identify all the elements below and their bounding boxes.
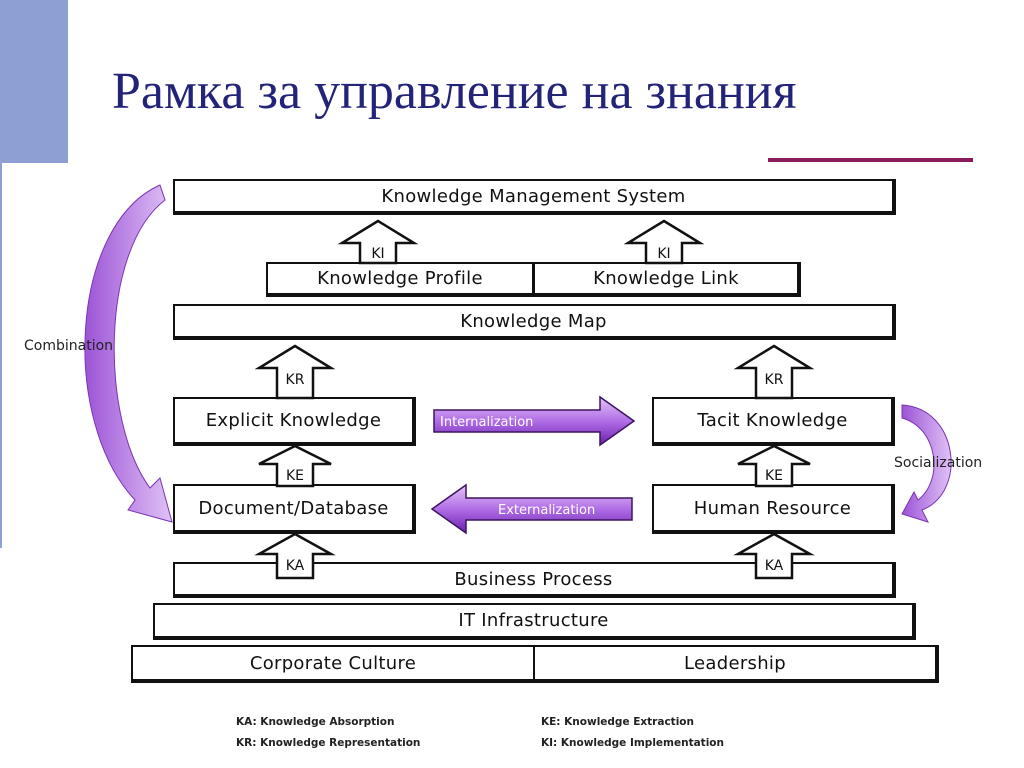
ka-arrow-right: KA (733, 532, 815, 580)
kms-label: Knowledge Management System (381, 185, 686, 207)
title-underline (768, 158, 973, 162)
human-resource-label: Human Resource (693, 497, 852, 519)
internalization-arrow (433, 395, 636, 447)
slide-title: Рамка за управление на знания (112, 63, 797, 120)
business-process-label: Business Process (454, 568, 613, 590)
ka-arrow-left: KA (254, 532, 336, 580)
legend-kr: KR: Knowledge Representation (236, 737, 421, 749)
knowledge-map-label: Knowledge Map (460, 310, 607, 332)
document-database-box: Document/Database (173, 484, 416, 534)
legend-ke: KE: Knowledge Extraction (541, 716, 694, 728)
explicit-knowledge-box: Explicit Knowledge (173, 397, 416, 446)
svg-text:KR: KR (765, 372, 784, 388)
svg-text:KI: KI (657, 246, 670, 262)
combination-label: Combination (24, 338, 114, 354)
ki-arrow-left: KI (337, 219, 419, 265)
leadership-box: Leadership (533, 645, 939, 683)
accent-bar (0, 0, 68, 163)
svg-text:KI: KI (371, 246, 384, 262)
kr-arrow-right: KR (733, 344, 815, 400)
knowledge-map-box: Knowledge Map (173, 304, 896, 340)
it-infrastructure-label: IT Infrastructure (458, 610, 609, 631)
human-resource-box: Human Resource (652, 484, 895, 534)
knowledge-link-label: Knowledge Link (593, 268, 739, 289)
it-infrastructure-box: IT Infrastructure (153, 603, 916, 640)
externalization-arrow (430, 483, 633, 535)
internalization-label: Internalization (440, 415, 533, 430)
corporate-culture-label: Corporate Culture (249, 652, 417, 674)
svg-text:KR: KR (286, 372, 305, 388)
legend-ki: KI: Knowledge Implementation (541, 737, 724, 749)
svg-text:KE: KE (286, 468, 304, 484)
ke-arrow-right: KE (737, 444, 811, 488)
svg-text:KA: KA (765, 558, 784, 574)
knowledge-profile-box: Knowledge Profile (266, 262, 536, 297)
socialization-arrow (901, 404, 952, 523)
legend-ka: KA: Knowledge Absorption (236, 716, 395, 728)
knowledge-profile-label: Knowledge Profile (317, 268, 483, 289)
kms-box: Knowledge Management System (173, 179, 896, 215)
externalization-label: Externalization (498, 503, 595, 518)
tacit-knowledge-box: Tacit Knowledge (652, 397, 895, 446)
accent-line (0, 163, 2, 548)
corporate-culture-box: Corporate Culture (131, 645, 537, 683)
leadership-label: Leadership (684, 652, 786, 674)
svg-text:KE: KE (765, 468, 783, 484)
knowledge-link-box: Knowledge Link (533, 262, 801, 297)
combination-arrow (84, 184, 173, 523)
tacit-knowledge-label: Tacit Knowledge (697, 410, 848, 431)
ke-arrow-left: KE (258, 444, 332, 488)
ki-arrow-right: KI (623, 219, 705, 265)
socialization-label: Socialization (894, 455, 983, 471)
svg-text:KA: KA (286, 558, 305, 574)
kr-arrow-left: KR (254, 344, 336, 400)
explicit-knowledge-label: Explicit Knowledge (205, 410, 382, 431)
document-database-label: Document/Database (198, 497, 389, 519)
